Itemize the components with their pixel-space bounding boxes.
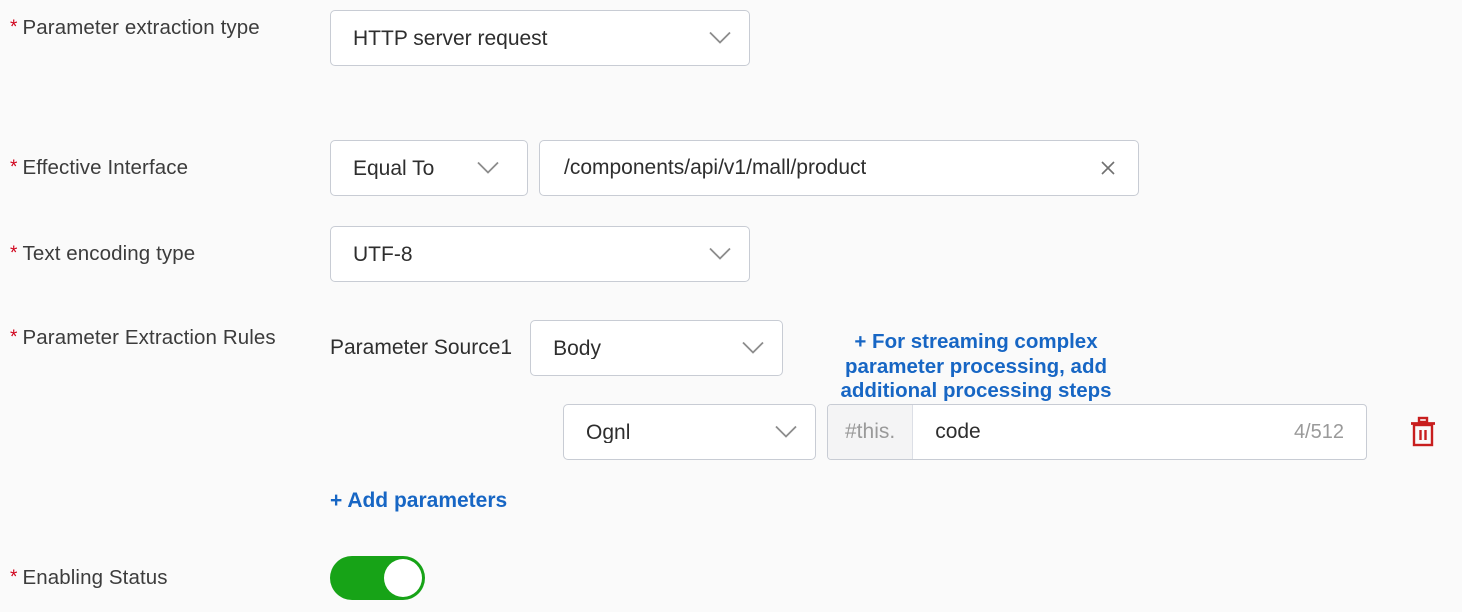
delete-rule-button[interactable] bbox=[1406, 416, 1440, 453]
label-extraction-type-text: Parameter extraction type bbox=[22, 16, 260, 39]
rule-expression-line: Ognl #this. code 4/512 bbox=[563, 404, 1367, 460]
chevron-down-icon bbox=[477, 161, 499, 175]
label-parameter-source: Parameter Source1 bbox=[330, 336, 513, 359]
rule-source-line: Parameter Source1 Body bbox=[330, 320, 784, 376]
trash-icon bbox=[1408, 416, 1438, 453]
streaming-processing-link[interactable]: + For streaming complex parameter proces… bbox=[840, 330, 1112, 402]
label-extraction-type: *Parameter extraction type bbox=[10, 10, 310, 46]
input-expression-prefix: #this. bbox=[828, 405, 914, 459]
select-interface-operator[interactable]: Equal To bbox=[330, 140, 528, 196]
label-enabling-status: *Enabling Status bbox=[10, 556, 310, 600]
fields-encoding: UTF-8 bbox=[330, 226, 750, 282]
select-interface-operator-value: Equal To bbox=[353, 157, 435, 179]
form-row-enabling-status: *Enabling Status bbox=[10, 556, 425, 600]
select-extraction-type[interactable]: HTTP server request bbox=[330, 10, 750, 66]
input-expression-group[interactable]: #this. code 4/512 bbox=[827, 404, 1367, 460]
enabling-status-toggle[interactable] bbox=[330, 556, 425, 600]
input-interface-path-value: /components/api/v1/mall/product bbox=[564, 156, 867, 179]
select-encoding-value: UTF-8 bbox=[353, 243, 413, 265]
chevron-down-icon bbox=[709, 247, 731, 261]
label-enabling-status-text: Enabling Status bbox=[22, 566, 168, 589]
select-parameter-source[interactable]: Body bbox=[530, 320, 784, 376]
label-extraction-rules: *Parameter Extraction Rules bbox=[10, 320, 310, 356]
required-asterisk: * bbox=[10, 157, 18, 178]
select-expression-type-value: Ognl bbox=[586, 421, 631, 443]
input-expression-counter: 4/512 bbox=[1293, 420, 1344, 443]
form-row-extraction-rules: *Parameter Extraction Rules Parameter So… bbox=[10, 320, 1367, 513]
fields-effective-interface: Equal To /components/api/v1/mall/product bbox=[330, 140, 1139, 196]
form-row-extraction-type: *Parameter extraction type HTTP server r… bbox=[10, 10, 750, 66]
fields-enabling-status bbox=[330, 556, 425, 600]
form-row-encoding: *Text encoding type UTF-8 bbox=[10, 226, 750, 282]
required-asterisk: * bbox=[10, 17, 18, 38]
chevron-down-icon bbox=[775, 425, 797, 439]
select-expression-type[interactable]: Ognl bbox=[563, 404, 816, 460]
close-icon[interactable] bbox=[1098, 158, 1118, 178]
select-encoding[interactable]: UTF-8 bbox=[330, 226, 750, 282]
required-asterisk: * bbox=[10, 567, 18, 588]
chevron-down-icon bbox=[742, 341, 764, 355]
fields-extraction-rules: Parameter Source1 Body Ognl #this. bbox=[330, 320, 1367, 513]
chevron-down-icon bbox=[709, 31, 731, 45]
select-parameter-source-value: Body bbox=[553, 337, 601, 359]
input-interface-path[interactable]: /components/api/v1/mall/product bbox=[539, 140, 1139, 196]
label-extraction-rules-text: Parameter Extraction Rules bbox=[22, 326, 276, 349]
fields-extraction-type: HTTP server request bbox=[330, 10, 750, 66]
label-encoding-text: Text encoding type bbox=[22, 242, 196, 265]
form-row-effective-interface: *Effective Interface Equal To /component… bbox=[10, 140, 1139, 196]
label-effective-interface-text: Effective Interface bbox=[22, 156, 189, 179]
toggle-knob bbox=[384, 559, 422, 597]
select-extraction-type-value: HTTP server request bbox=[353, 27, 548, 49]
add-parameters-link[interactable]: + Add parameters bbox=[330, 489, 508, 512]
label-effective-interface: *Effective Interface bbox=[10, 140, 310, 196]
required-asterisk: * bbox=[10, 243, 18, 264]
add-parameters-link-wrap: + Add parameters bbox=[330, 489, 507, 513]
input-expression-value[interactable]: code bbox=[935, 420, 981, 443]
required-asterisk: * bbox=[10, 327, 18, 348]
label-encoding: *Text encoding type bbox=[10, 226, 310, 282]
